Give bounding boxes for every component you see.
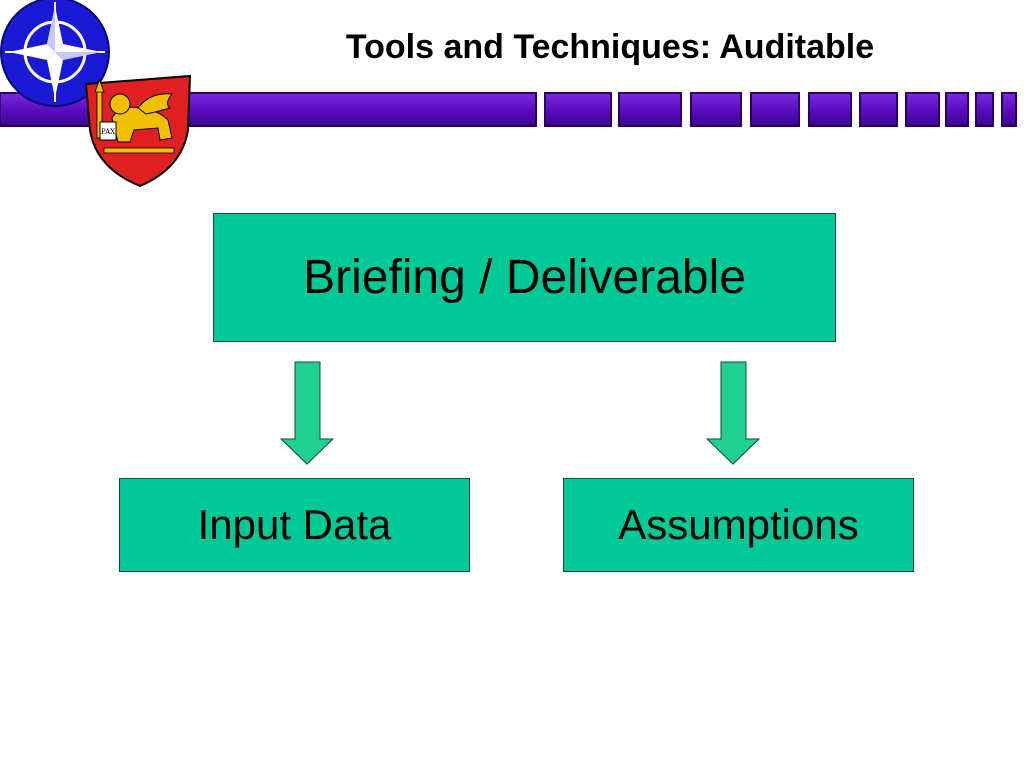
input-data-box: Input Data [119,478,470,572]
input-data-label: Input Data [197,501,392,548]
slide-title: Tools and Techniques: Auditable [345,28,875,66]
assumptions-label: Assumptions [618,501,859,548]
assumptions-box: Assumptions [563,478,914,572]
svg-text:PAX: PAX [101,128,115,136]
briefing-deliverable-box: Briefing / Deliverable [213,213,836,342]
header-bar-segments [544,92,1017,127]
arrow-down-left [279,361,335,465]
winged-lion-shield-icon: PAX [84,74,192,188]
briefing-deliverable-label: Briefing / Deliverable [303,251,746,304]
header-decoration: PAX [0,0,1017,188]
compass-rose-emblem-icon [0,0,110,107]
diagram-arrows [279,361,761,465]
arrow-down-right [705,361,761,465]
